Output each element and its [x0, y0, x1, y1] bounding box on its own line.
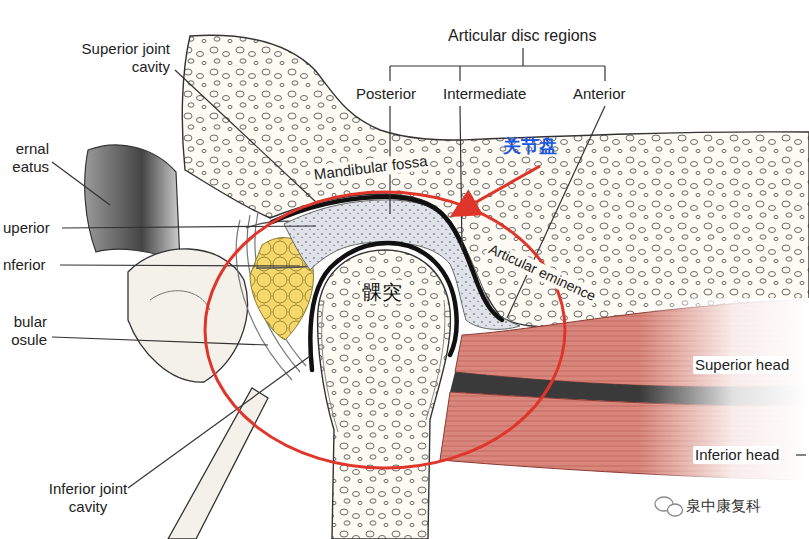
region-label: Intermediate: [443, 85, 526, 103]
watermark: 泉中康复科: [686, 497, 761, 515]
condyle: [318, 250, 451, 539]
label-anchor: Mandibular fossa: [311, 152, 431, 184]
highlight-ellipse: [205, 192, 565, 468]
tympanic-bone: [128, 249, 248, 382]
part-label: bular osule: [3, 313, 47, 349]
region-label: Posterior: [356, 85, 416, 103]
pointer-arrow: [455, 166, 540, 214]
label-anchor: Anterior: [573, 85, 626, 103]
part-label: Articular eminence: [484, 240, 600, 306]
wechat-icon: [668, 504, 683, 516]
leader-line: [128, 356, 310, 488]
bracket-line: [389, 66, 390, 81]
cortical-line: [322, 300, 338, 432]
label-anchor: ernal eatus: [3, 140, 49, 176]
muscle-fade: [640, 298, 809, 484]
label-anchor: 泉中康复科: [686, 497, 761, 515]
annotation-label: 髁突: [360, 280, 404, 304]
inferior-joint-cavity: [310, 243, 456, 370]
label-anchor: 髁突: [360, 280, 404, 304]
label-anchor: 关节盘: [503, 136, 557, 158]
bracket-line: [604, 66, 605, 81]
part-label: uperior: [3, 219, 50, 237]
leader-line: [60, 265, 300, 266]
label-anchor: Intermediate: [443, 85, 526, 103]
label-anchor: nferior: [3, 256, 46, 274]
part-label: nferior: [3, 256, 46, 274]
label-anchor: Articular eminence: [484, 239, 600, 306]
part-label: Mandibular fossa: [311, 152, 431, 184]
label-anchor: Superior head: [693, 356, 791, 374]
leader-line: [796, 454, 806, 455]
leader-line: [460, 106, 462, 250]
label-anchor: bular osule: [3, 313, 47, 349]
ear-canal: [85, 145, 180, 262]
part-label: Superior joint cavity: [66, 40, 170, 76]
leader-line: [62, 226, 316, 228]
part-label: Superior head: [693, 356, 791, 374]
region-label: Anterior: [573, 85, 626, 103]
annotation-label: 关节盘: [503, 136, 557, 158]
label-anchor: uperior: [3, 219, 50, 237]
cortical-line: [426, 300, 445, 420]
leader-line: [52, 162, 110, 205]
articular-disc: [284, 200, 520, 329]
styloid-process: [168, 388, 268, 539]
part-label: Inferior head: [693, 446, 781, 464]
label-anchor: Superior joint cavity: [66, 40, 170, 76]
leader-line: [175, 70, 318, 204]
bracket-line: [390, 65, 605, 66]
leader-line: [52, 337, 268, 345]
label-anchor: Articular disc regions: [448, 26, 597, 45]
part-label: Inferior joint cavity: [36, 480, 140, 516]
bracket-line: [522, 48, 523, 66]
superior-joint-cavity: [272, 197, 502, 320]
part-label: ernal eatus: [3, 140, 49, 176]
bone-contour: [150, 291, 210, 310]
group-title: Articular disc regions: [448, 26, 597, 45]
bracket-line: [459, 66, 460, 81]
label-anchor: Posterior: [356, 85, 416, 103]
label-anchor: Inferior joint cavity: [36, 480, 140, 516]
label-anchor: Inferior head: [693, 446, 781, 464]
